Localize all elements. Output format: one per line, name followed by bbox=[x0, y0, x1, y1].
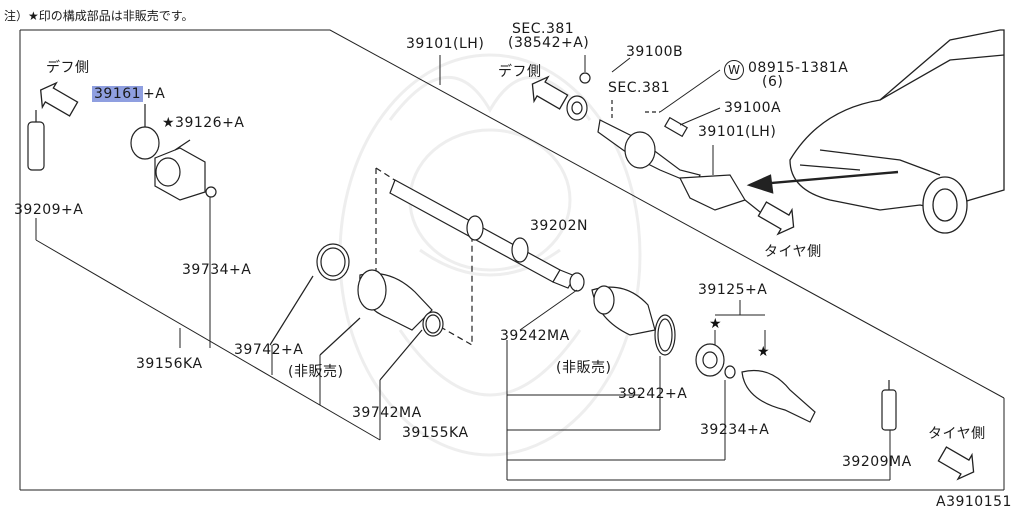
diagram-id: A3910151 bbox=[936, 494, 1012, 510]
housing-part-39126 bbox=[154, 139, 217, 201]
svg-text:★: ★ bbox=[757, 344, 770, 360]
leader-lines bbox=[439, 55, 891, 481]
label-tire-side-bottom: タイヤ側 bbox=[928, 426, 986, 442]
outer-shaft-assembly bbox=[566, 72, 761, 213]
washer-circle-icon: W bbox=[724, 60, 744, 80]
label-39742ma[interactable]: 39742MA bbox=[352, 405, 422, 421]
label-sec381-b[interactable]: SEC.381 bbox=[608, 80, 671, 96]
label-39202n[interactable]: 39202N bbox=[530, 218, 589, 234]
label-qty-6: (6) bbox=[762, 74, 784, 90]
label-39161[interactable]: 39161+A bbox=[92, 86, 165, 102]
label-39155[interactable]: 39155KA bbox=[402, 425, 469, 441]
highlight-39161[interactable]: 39161 bbox=[92, 86, 144, 102]
label-39161-suffix: +A bbox=[143, 86, 166, 102]
label-39742[interactable]: 39742+A bbox=[234, 342, 304, 358]
label-39101-lh-top[interactable]: 39101(LH) bbox=[406, 36, 485, 52]
direction-arrows bbox=[39, 75, 975, 481]
frame bbox=[19, 29, 1005, 491]
note-text: 注）★印の構成部品は非販売です。 bbox=[4, 9, 194, 23]
label-39734[interactable]: 39734+A bbox=[182, 262, 252, 278]
star-markers: ★ ★ bbox=[709, 316, 770, 360]
boot-kit-right bbox=[569, 272, 816, 423]
svg-text:★: ★ bbox=[709, 316, 722, 332]
boot-band-part-39209 bbox=[27, 110, 45, 171]
boot-band-part-39209ma bbox=[881, 380, 897, 431]
watermark-emblem bbox=[338, 53, 642, 457]
label-39209-left[interactable]: 39209+A bbox=[14, 202, 84, 218]
boot-kit-left bbox=[269, 243, 444, 381]
label-39209ma[interactable]: 39209MA bbox=[842, 454, 912, 470]
car-illustration bbox=[789, 29, 1005, 234]
label-39242[interactable]: 39242+A bbox=[618, 386, 688, 402]
label-sec381-a[interactable]: SEC.381 bbox=[512, 21, 575, 37]
label-tire-side-right: タイヤ側 bbox=[764, 244, 822, 260]
label-diff-side-right: デフ側 bbox=[498, 64, 542, 80]
label-39125[interactable]: 39125+A bbox=[698, 282, 768, 298]
label-39234[interactable]: 39234+A bbox=[700, 422, 770, 438]
label-39101-lh-right[interactable]: 39101(LH) bbox=[698, 124, 777, 140]
label-08915[interactable]: 08915-1381A bbox=[748, 60, 849, 76]
pointer-arrow bbox=[746, 170, 899, 194]
label-not-sold-left: (非販売) bbox=[288, 364, 344, 380]
label-39126[interactable]: ★39126+A bbox=[162, 115, 245, 131]
label-39100b[interactable]: 39100B bbox=[626, 44, 684, 60]
label-38542[interactable]: (38542+A) bbox=[508, 35, 590, 51]
label-39156[interactable]: 39156KA bbox=[136, 356, 203, 372]
label-diff-side-left: デフ側 bbox=[46, 60, 90, 76]
label-39100a[interactable]: 39100A bbox=[724, 100, 782, 116]
dust-cover-part-39161 bbox=[130, 104, 160, 160]
label-not-sold-right: (非販売) bbox=[556, 360, 612, 376]
label-39242ma[interactable]: 39242MA bbox=[500, 328, 570, 344]
